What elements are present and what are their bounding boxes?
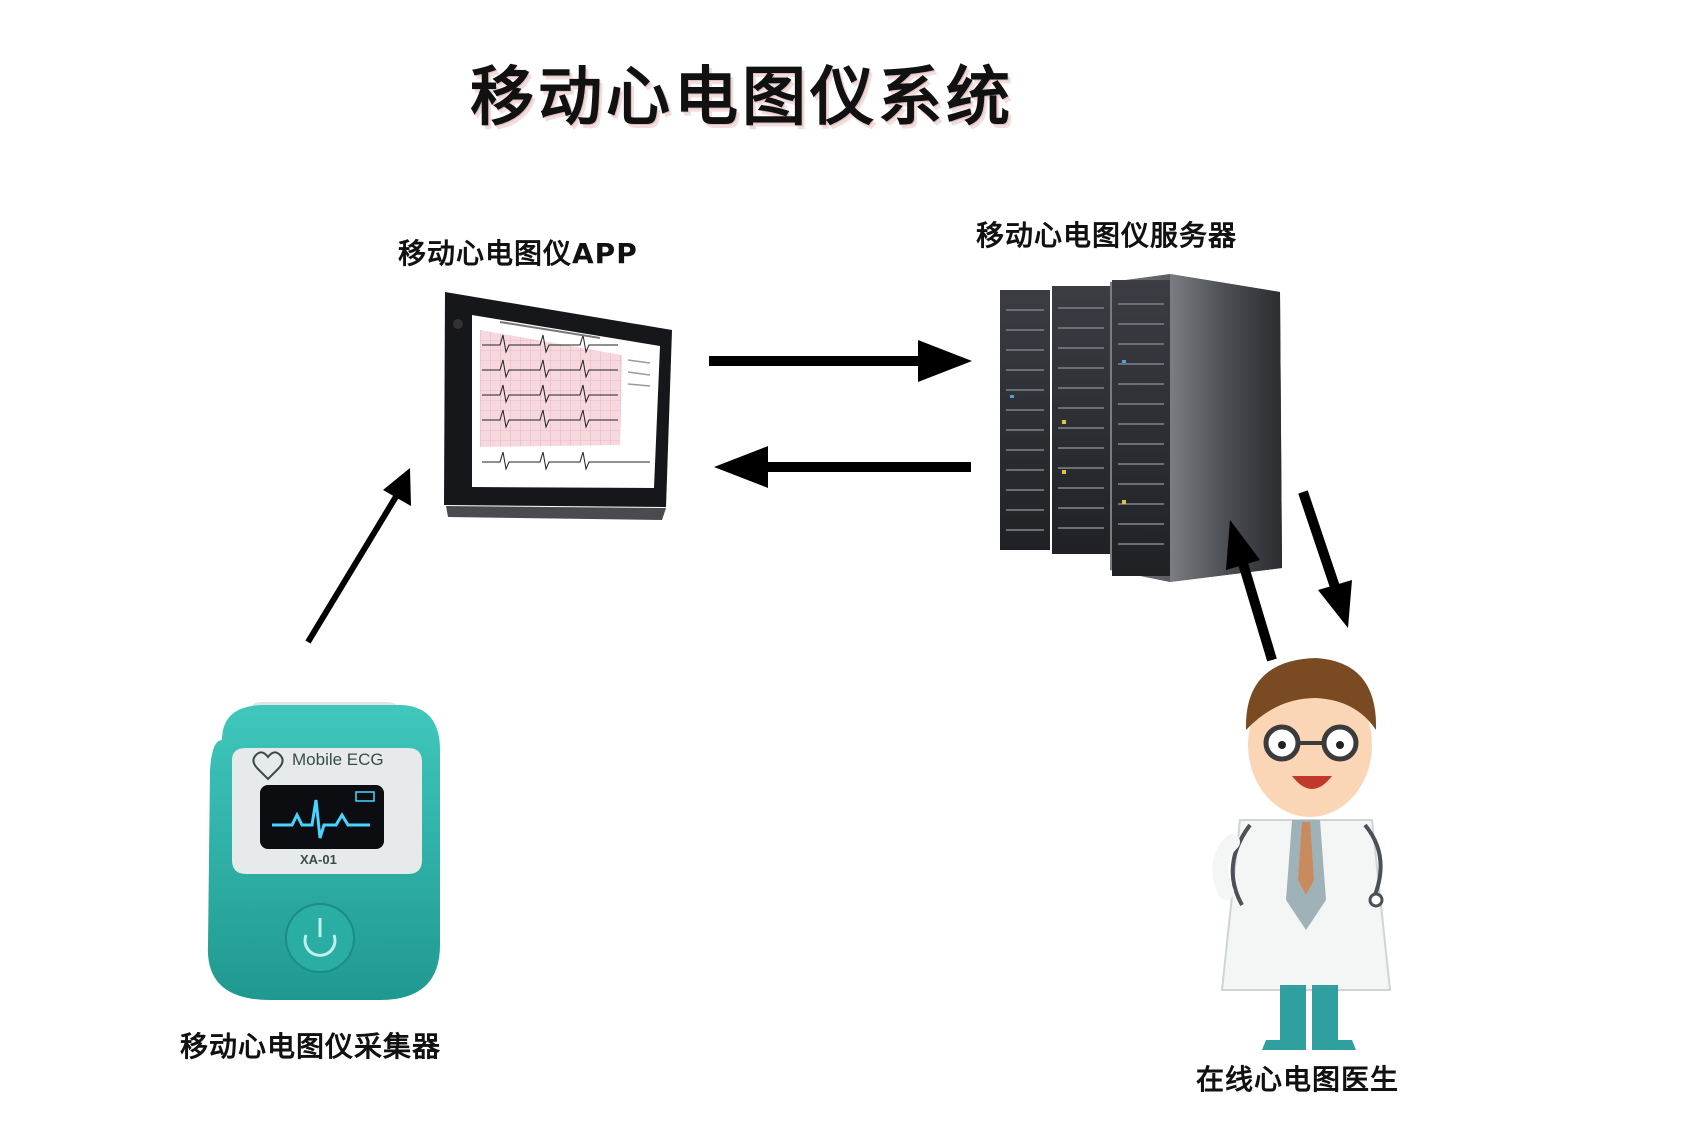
app-label: 移动心电图仪APP [398,237,638,270]
device-model-text: XA-01 [300,852,337,867]
collector-label: 移动心电图仪采集器 [180,1030,442,1063]
edge-doctor-to-server [1226,520,1277,662]
edge-server-to-app [714,446,971,488]
edge-server-to-doctor [1298,490,1352,628]
server-rack-icon [1000,274,1282,582]
doctor-icon [1212,658,1392,1050]
diagram-title: 移动心电图仪系统 [470,61,1014,135]
tablet-ecg-icon [444,292,672,520]
edge-app-to-server [709,340,972,382]
device-brand-text: Mobile ECG [292,750,384,769]
edge-collector-to-app [305,468,411,644]
server-label: 移动心电图仪服务器 [976,219,1238,252]
ecg-device-icon [207,702,440,1000]
doctor-label: 在线心电图医生 [1196,1063,1400,1096]
